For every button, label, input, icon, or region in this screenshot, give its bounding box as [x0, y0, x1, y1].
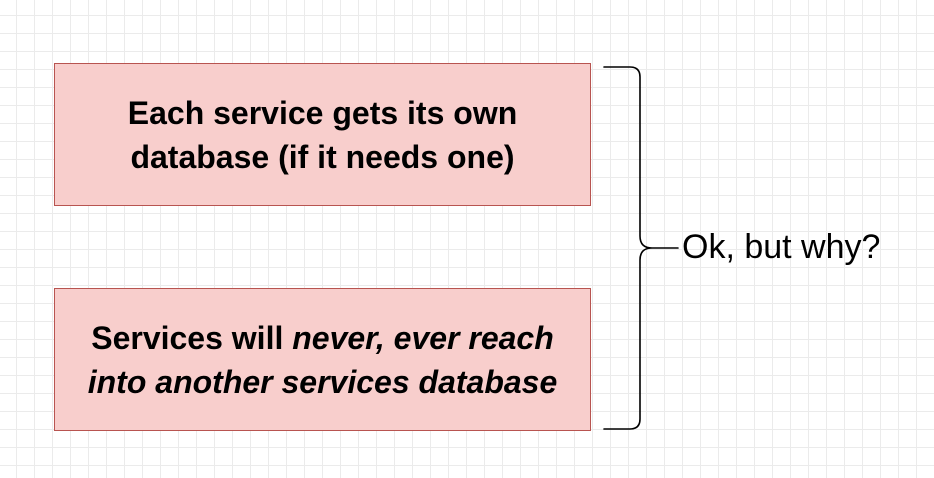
- top-statement-line-1: Each service gets its own: [127, 94, 518, 131]
- top-statement-line-2: database (if it needs one): [130, 138, 515, 175]
- top-statement-box: Each service gets its own database (if i…: [54, 63, 591, 206]
- bottom-statement-text: Services will never, ever reach into ano…: [88, 316, 558, 404]
- bottom-statement-line-2-emphasis: into another services database: [87, 363, 558, 400]
- curly-brace-connector: [603, 66, 679, 430]
- brace-label: Ok, but why?: [682, 228, 881, 266]
- bottom-statement-line-1-emphasis: never, ever reach: [292, 319, 554, 356]
- bottom-statement-line-1-plain: Services will: [91, 319, 293, 356]
- top-statement-text: Each service gets its own database (if i…: [128, 91, 518, 179]
- bottom-statement-box: Services will never, ever reach into ano…: [54, 288, 591, 431]
- curly-brace-path: [603, 66, 679, 430]
